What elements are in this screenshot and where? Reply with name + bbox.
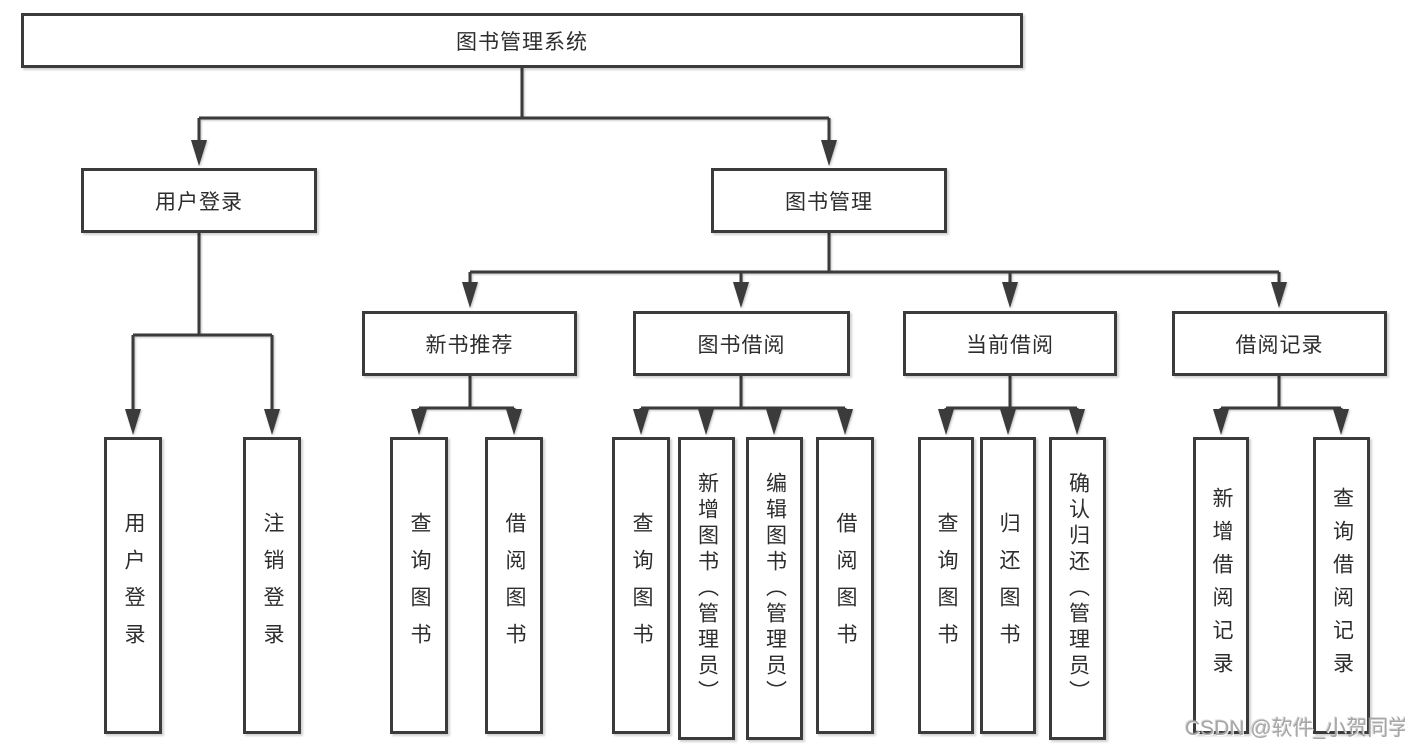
leaf-user-login: 用户登录 [104, 437, 162, 734]
node-label: 借阅图书 [834, 511, 857, 660]
node-borrowing-records: 借阅记录 [1172, 311, 1387, 376]
leaf-query-books-current: 查询图书 [918, 437, 974, 734]
node-label: 借阅图书 [503, 511, 526, 660]
node-label: 用户登录 [122, 511, 145, 660]
leaf-logout: 注销登录 [243, 437, 301, 734]
node-label: 图书管理 [785, 190, 873, 214]
node-label: 新增借阅记录 [1210, 486, 1233, 685]
node-book-management: 图书管理 [711, 168, 947, 233]
leaf-query-borrow-record: 查询借阅记录 [1313, 437, 1370, 734]
leaf-borrow-books-newrec: 借阅图书 [485, 437, 543, 734]
leaf-add-borrow-record: 新增借阅记录 [1193, 437, 1249, 734]
node-current-borrowing: 当前借阅 [903, 311, 1117, 376]
node-label: 新书推荐 [425, 333, 514, 357]
node-label: 图书借阅 [697, 333, 786, 357]
leaf-confirm-return-admin: 确认归还（管理员） [1049, 437, 1106, 740]
node-label: 查询借阅记录 [1330, 486, 1354, 685]
node-label: 借阅记录 [1235, 333, 1324, 357]
node-label: 查询图书 [935, 511, 958, 660]
csdn-watermark: CSDN @软件_小贺同学 [1185, 717, 1405, 740]
node-book-borrowing: 图书借阅 [633, 311, 850, 376]
node-label: 新增图书（管理员） [695, 471, 719, 706]
node-label: 图书管理系统 [456, 30, 588, 54]
arrowheads [125, 140, 1349, 435]
node-label: 查询图书 [630, 511, 653, 660]
leaf-borrow-books: 借阅图书 [816, 437, 874, 734]
leaf-add-books-admin: 新增图书（管理员） [678, 437, 735, 740]
node-user-login: 用户登录 [81, 168, 317, 233]
node-new-book-recommend: 新书推荐 [362, 311, 577, 376]
node-label: 用户登录 [155, 190, 243, 214]
node-label: 当前借阅 [966, 333, 1054, 357]
node-library-management-system: 图书管理系统 [21, 13, 1023, 68]
leaf-query-books-newrec: 查询图书 [390, 437, 448, 734]
node-label: 注销登录 [261, 511, 284, 660]
leaf-query-books-borrow: 查询图书 [612, 437, 670, 734]
node-label: 编辑图书（管理员） [763, 471, 787, 706]
node-label: 归还图书 [997, 511, 1020, 660]
node-label: 确认归还（管理员） [1066, 471, 1090, 706]
leaf-return-books: 归还图书 [980, 437, 1036, 734]
leaf-edit-books-admin: 编辑图书（管理员） [746, 437, 803, 740]
node-label: 查询图书 [408, 511, 431, 660]
